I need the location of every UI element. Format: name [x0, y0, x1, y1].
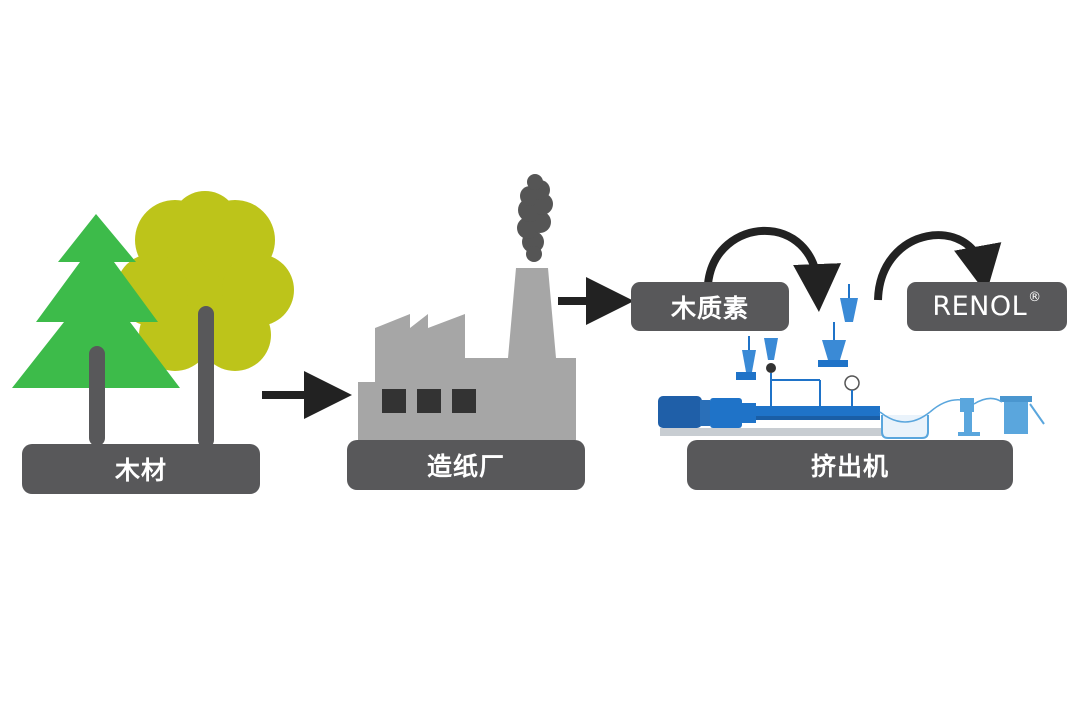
renol-text: RENOL	[932, 291, 1028, 322]
smoke-icon	[517, 174, 553, 262]
wood-label: 木材	[22, 444, 260, 494]
renol-label: RENOL®	[907, 282, 1067, 331]
paper-mill-label: 造纸厂	[347, 440, 585, 490]
arrow-lignin-to-extruder	[704, 226, 842, 312]
deciduous-tree-icon	[116, 191, 294, 448]
factory-icon	[358, 268, 576, 440]
pine-tree-icon	[12, 214, 180, 446]
arrow-extruder-to-renol	[874, 231, 1002, 301]
lignin-label: 木质素	[631, 282, 789, 331]
extruder-machine-icon	[658, 284, 1045, 439]
registered-mark: ®	[1028, 290, 1042, 305]
extruder-label: 挤出机	[687, 440, 1013, 490]
